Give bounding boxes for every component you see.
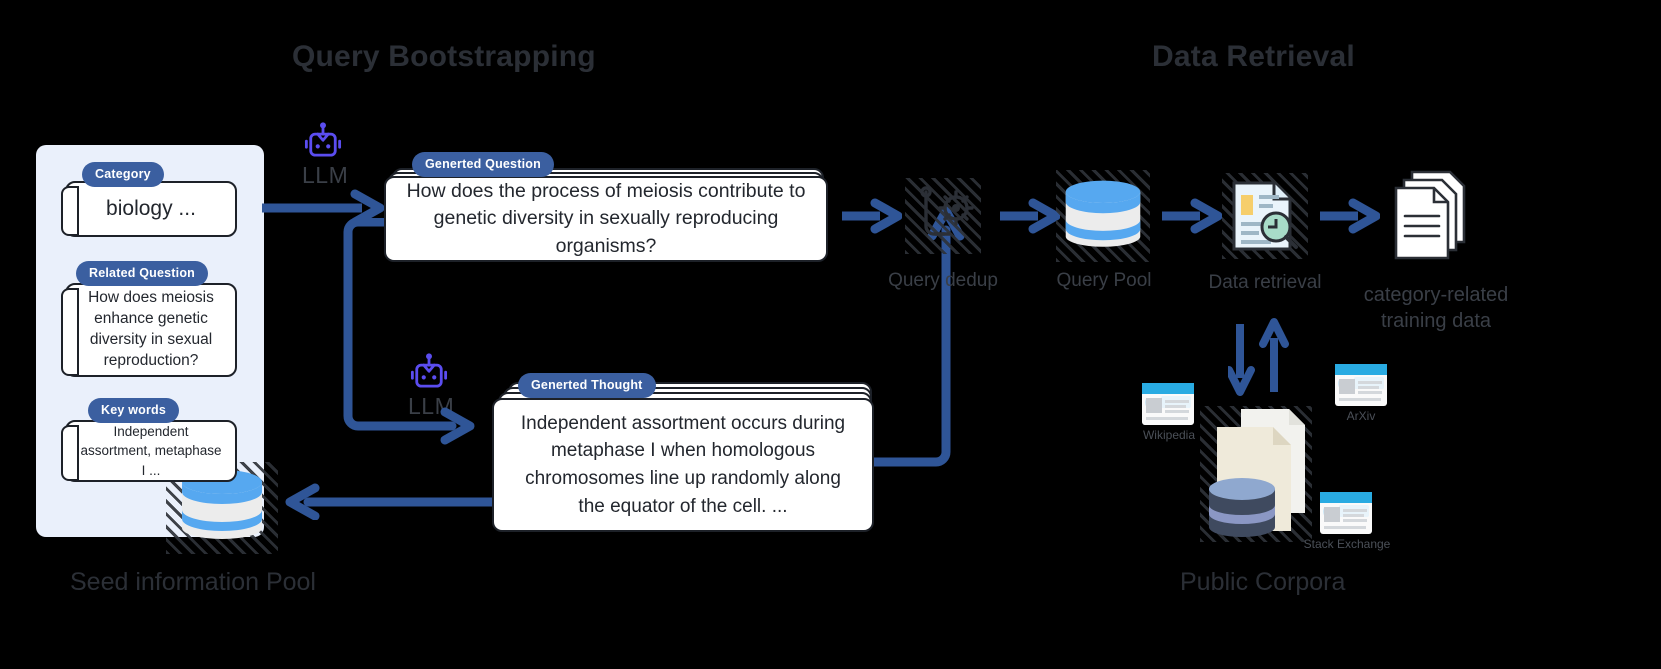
- seed-tag-key-words: Key words: [88, 398, 180, 423]
- query-dedup-hatch-backdrop: [905, 178, 981, 254]
- query-dedup-label: Query dedup: [888, 270, 998, 291]
- arxiv-label: ArXiv: [1346, 409, 1376, 423]
- stack-exchange-browser-icon: [1320, 492, 1372, 534]
- seed-tag-category: Category: [82, 162, 164, 187]
- llm-label-top: LLM: [302, 162, 349, 188]
- arxiv-browser-icon: [1335, 364, 1387, 406]
- corpora-db-cylinder: [1209, 478, 1275, 537]
- training-data-label-line1: category-related: [1363, 284, 1509, 306]
- arrow-corpora-to-retrieval-up: [1259, 318, 1289, 392]
- seed-pool-database-icon: [182, 470, 262, 539]
- generated-question-text: How does the process of meiosis contribu…: [406, 180, 806, 257]
- generated-thought-text: Independent assortment occurs during met…: [520, 412, 846, 517]
- arrow-question-to-dedup: [842, 198, 902, 234]
- seed-pool-label: Seed information Pool: [70, 568, 316, 596]
- wikipedia-label: Wikipedia: [1142, 428, 1196, 442]
- generated-question-tag: Generted Question: [412, 152, 554, 177]
- arrow-question-to-llm-bottom: [343, 218, 475, 445]
- section-title-data-retrieval: Data Retrieval: [1152, 40, 1355, 73]
- seed-card-related-question-text: How does meiosis enhance genetic diversi…: [88, 289, 214, 369]
- llm-robot-icon-top: [304, 122, 342, 157]
- generated-thought-card[interactable]: Independent assortment occurs during met…: [492, 398, 874, 532]
- query-dedup-icon: [920, 186, 974, 236]
- llm-robot-icon-bottom: [410, 353, 448, 388]
- seed-card-key-words-text: Independent assortment, metaphase I ...: [80, 423, 222, 478]
- arrow-dedup-to-pool: [1000, 198, 1060, 234]
- training-data-label-line2: training data: [1380, 310, 1492, 332]
- generated-thought-tag: Generted Thought: [518, 373, 656, 398]
- seed-card-category-text: biology ...: [106, 197, 196, 220]
- seed-card-key-words[interactable]: Independent assortment, metaphase I ...: [61, 420, 237, 482]
- arrow-thought-back-to-seed-pool: [285, 483, 502, 520]
- query-pool-database-icon: [1065, 180, 1141, 247]
- data-retrieval-label: Data retrieval: [1208, 272, 1322, 293]
- wikipedia-browser-icon: [1142, 383, 1194, 425]
- training-data-documents-icon: [1394, 170, 1466, 260]
- public-corpora-label: Public Corpora: [1180, 568, 1346, 596]
- generated-question-card[interactable]: How does the process of meiosis contribu…: [384, 176, 828, 262]
- public-corpora-documents-icon: [1209, 409, 1305, 537]
- seed-tag-related-question: Related Question: [76, 261, 208, 286]
- arrow-retrieval-to-corpora-down: [1228, 324, 1255, 396]
- query-pool-label: Query Pool: [1056, 270, 1152, 291]
- seed-card-category[interactable]: biology ...: [61, 181, 237, 237]
- stack-exchange-label: Stack Exchange: [1303, 537, 1391, 551]
- arrow-seed-to-question: [262, 189, 384, 227]
- seed-card-related-question[interactable]: How does meiosis enhance genetic diversi…: [61, 283, 237, 377]
- arrow-retrieval-to-output: [1320, 198, 1380, 234]
- arrow-pool-to-retrieval: [1162, 198, 1222, 234]
- data-retrieval-icon: [1232, 181, 1298, 251]
- section-title-query-bootstrapping: Query Bootstrapping: [292, 40, 596, 73]
